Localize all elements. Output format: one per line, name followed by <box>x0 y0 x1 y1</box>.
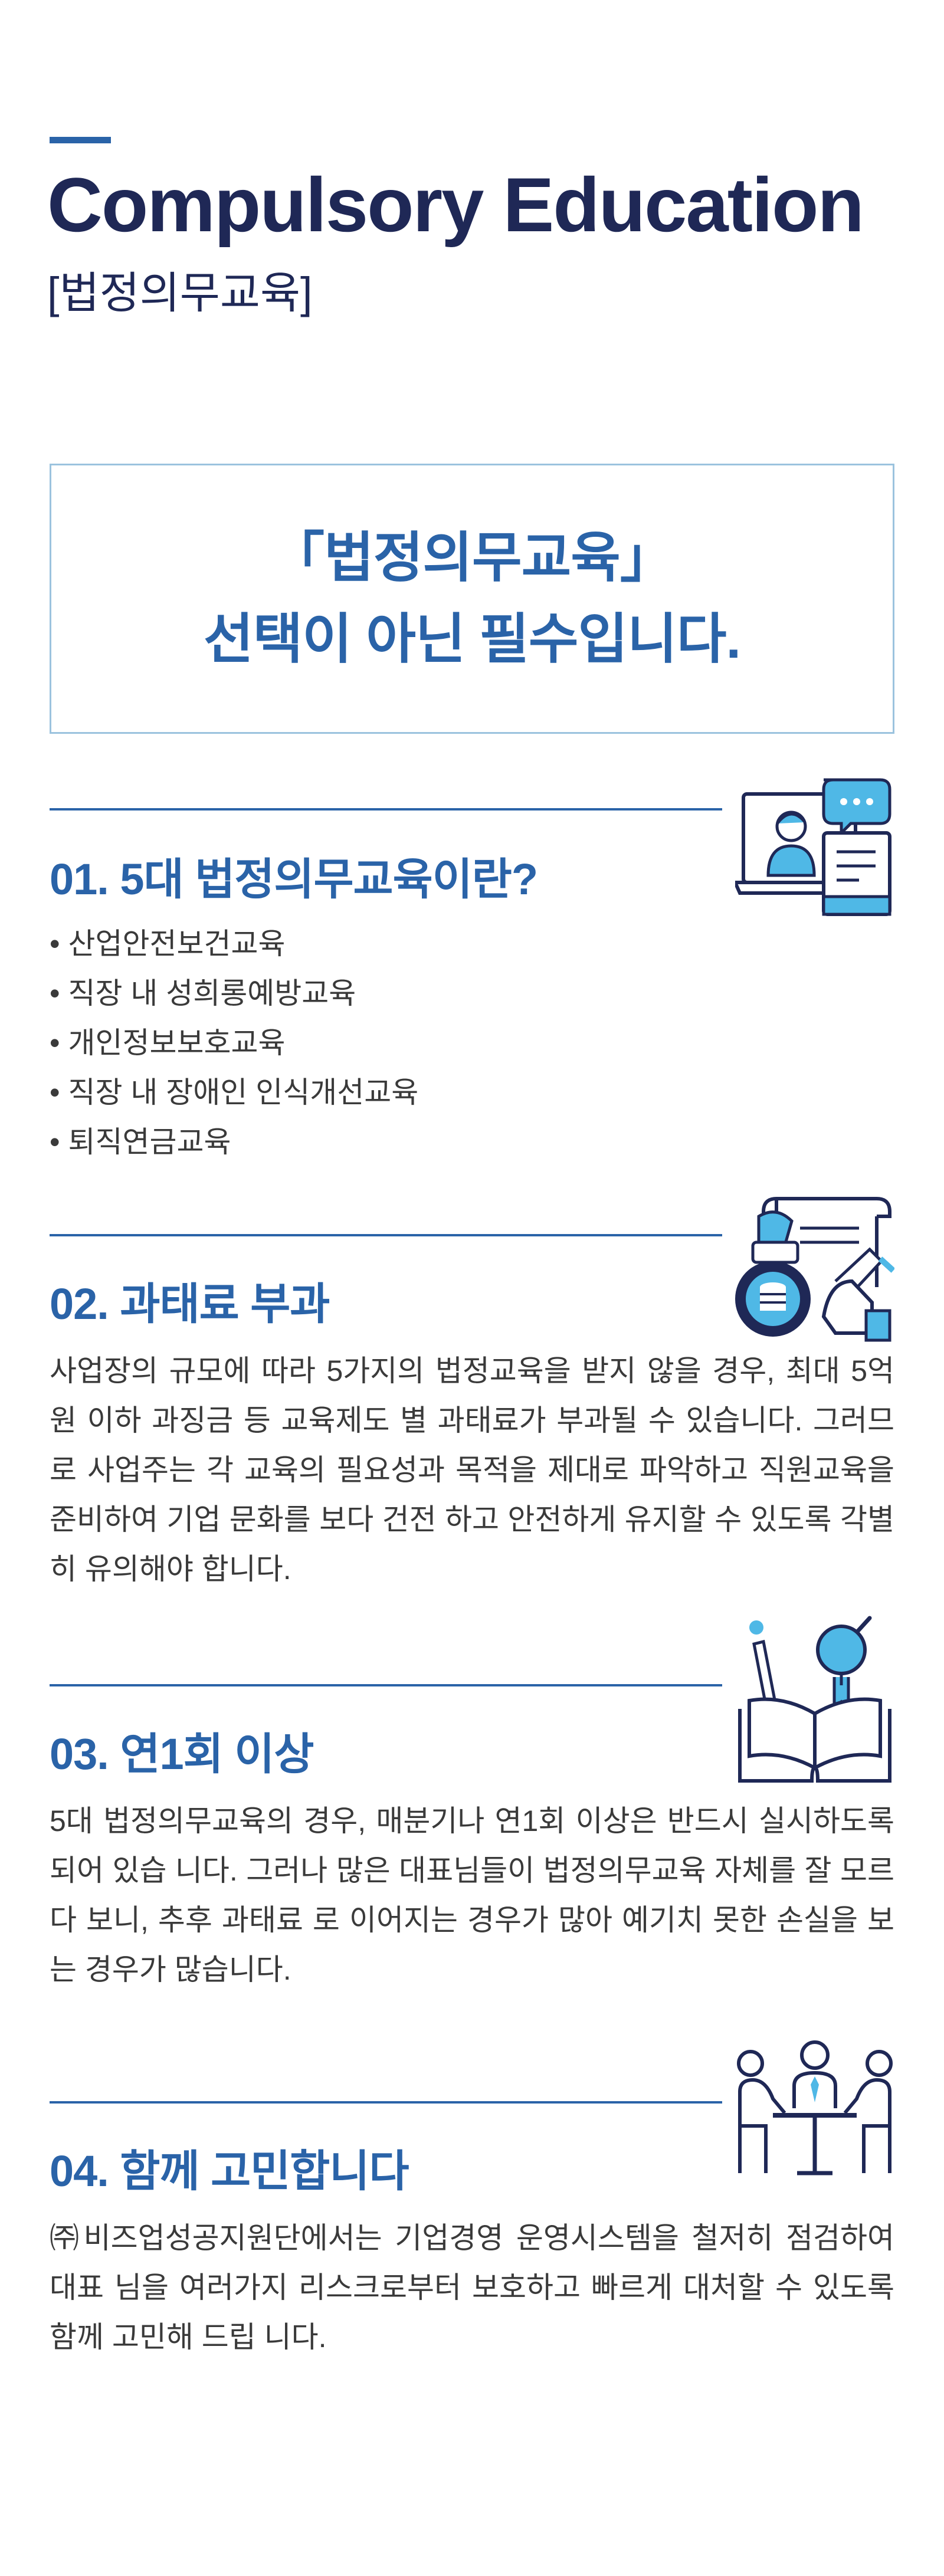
title-accent-bar <box>50 137 111 143</box>
compulsory-education-list: 산업안전보건교육 직장 내 성희롱예방교육 개인정보보호교육 직장 내 장애인 … <box>50 919 419 1167</box>
headline-box: 「법정의무교육」 선택이 아닌 필수입니다. <box>50 464 894 734</box>
section-divider <box>50 1684 722 1686</box>
page-title: Compulsory Education <box>47 162 864 248</box>
section-01: 01. 5대 법정의무교육이란? 산업안전보건교육 직장 내 성희롱예방교육 개… <box>50 778 894 1186</box>
section-heading: 01. 5대 법정의무교육이란? <box>50 855 538 904</box>
section-04: 04. 함께 고민합니다 ㈜비즈업성공지원단에서는 기업경영 운영시스템을 철저… <box>50 2040 894 2455</box>
section-body: 사업장의 규모에 따라 5가지의 법정교육을 받지 않을 경우, 최대 5억원 … <box>50 1354 894 1586</box>
list-item: 개인정보보호교육 <box>50 1018 418 1068</box>
page-subtitle: [법정의무교육] <box>47 268 313 317</box>
list-item: 직장 내 성희롱예방교육 <box>50 969 418 1018</box>
list-item: 퇴직연금교육 <box>50 1117 418 1167</box>
headline-line-2: 선택이 아닌 필수입니다. <box>203 609 741 670</box>
headline-line-1: 「법정의무교육」 <box>270 528 674 588</box>
meeting-icon <box>735 2037 894 2179</box>
money-contract-icon <box>735 1193 896 1346</box>
section-03: 03. 연1회 이상 5대 법정의무교육의 경우, 매분기나 연1회 이상은 반… <box>50 1616 894 2038</box>
section-heading: 04. 함께 고민합니다 <box>50 2147 409 2196</box>
section-02: 02. 과태료 부과 사업장의 규모에 따라 5가지의 법정교육을 받지 않을 … <box>50 1197 896 1612</box>
section-body: 5대 법정의무교육의 경우, 매분기나 연1회 이상은 반드시 실시하도록 되어… <box>50 1804 894 1986</box>
open-book-icon <box>735 1609 894 1786</box>
section-body: ㈜비즈업성공지원단에서는 기업경영 운영시스템을 철저히 점검하여 대표 님을 … <box>50 2221 894 2354</box>
section-divider <box>50 808 722 810</box>
online-consulting-icon <box>732 776 894 918</box>
list-item: 산업안전보건교육 <box>50 919 418 969</box>
section-heading: 02. 과태료 부과 <box>50 1279 330 1328</box>
section-heading: 03. 연1회 이상 <box>50 1730 314 1778</box>
section-divider <box>50 1234 722 1236</box>
section-divider <box>50 2101 722 2104</box>
list-item: 직장 내 장애인 인식개선교육 <box>50 1068 419 1117</box>
